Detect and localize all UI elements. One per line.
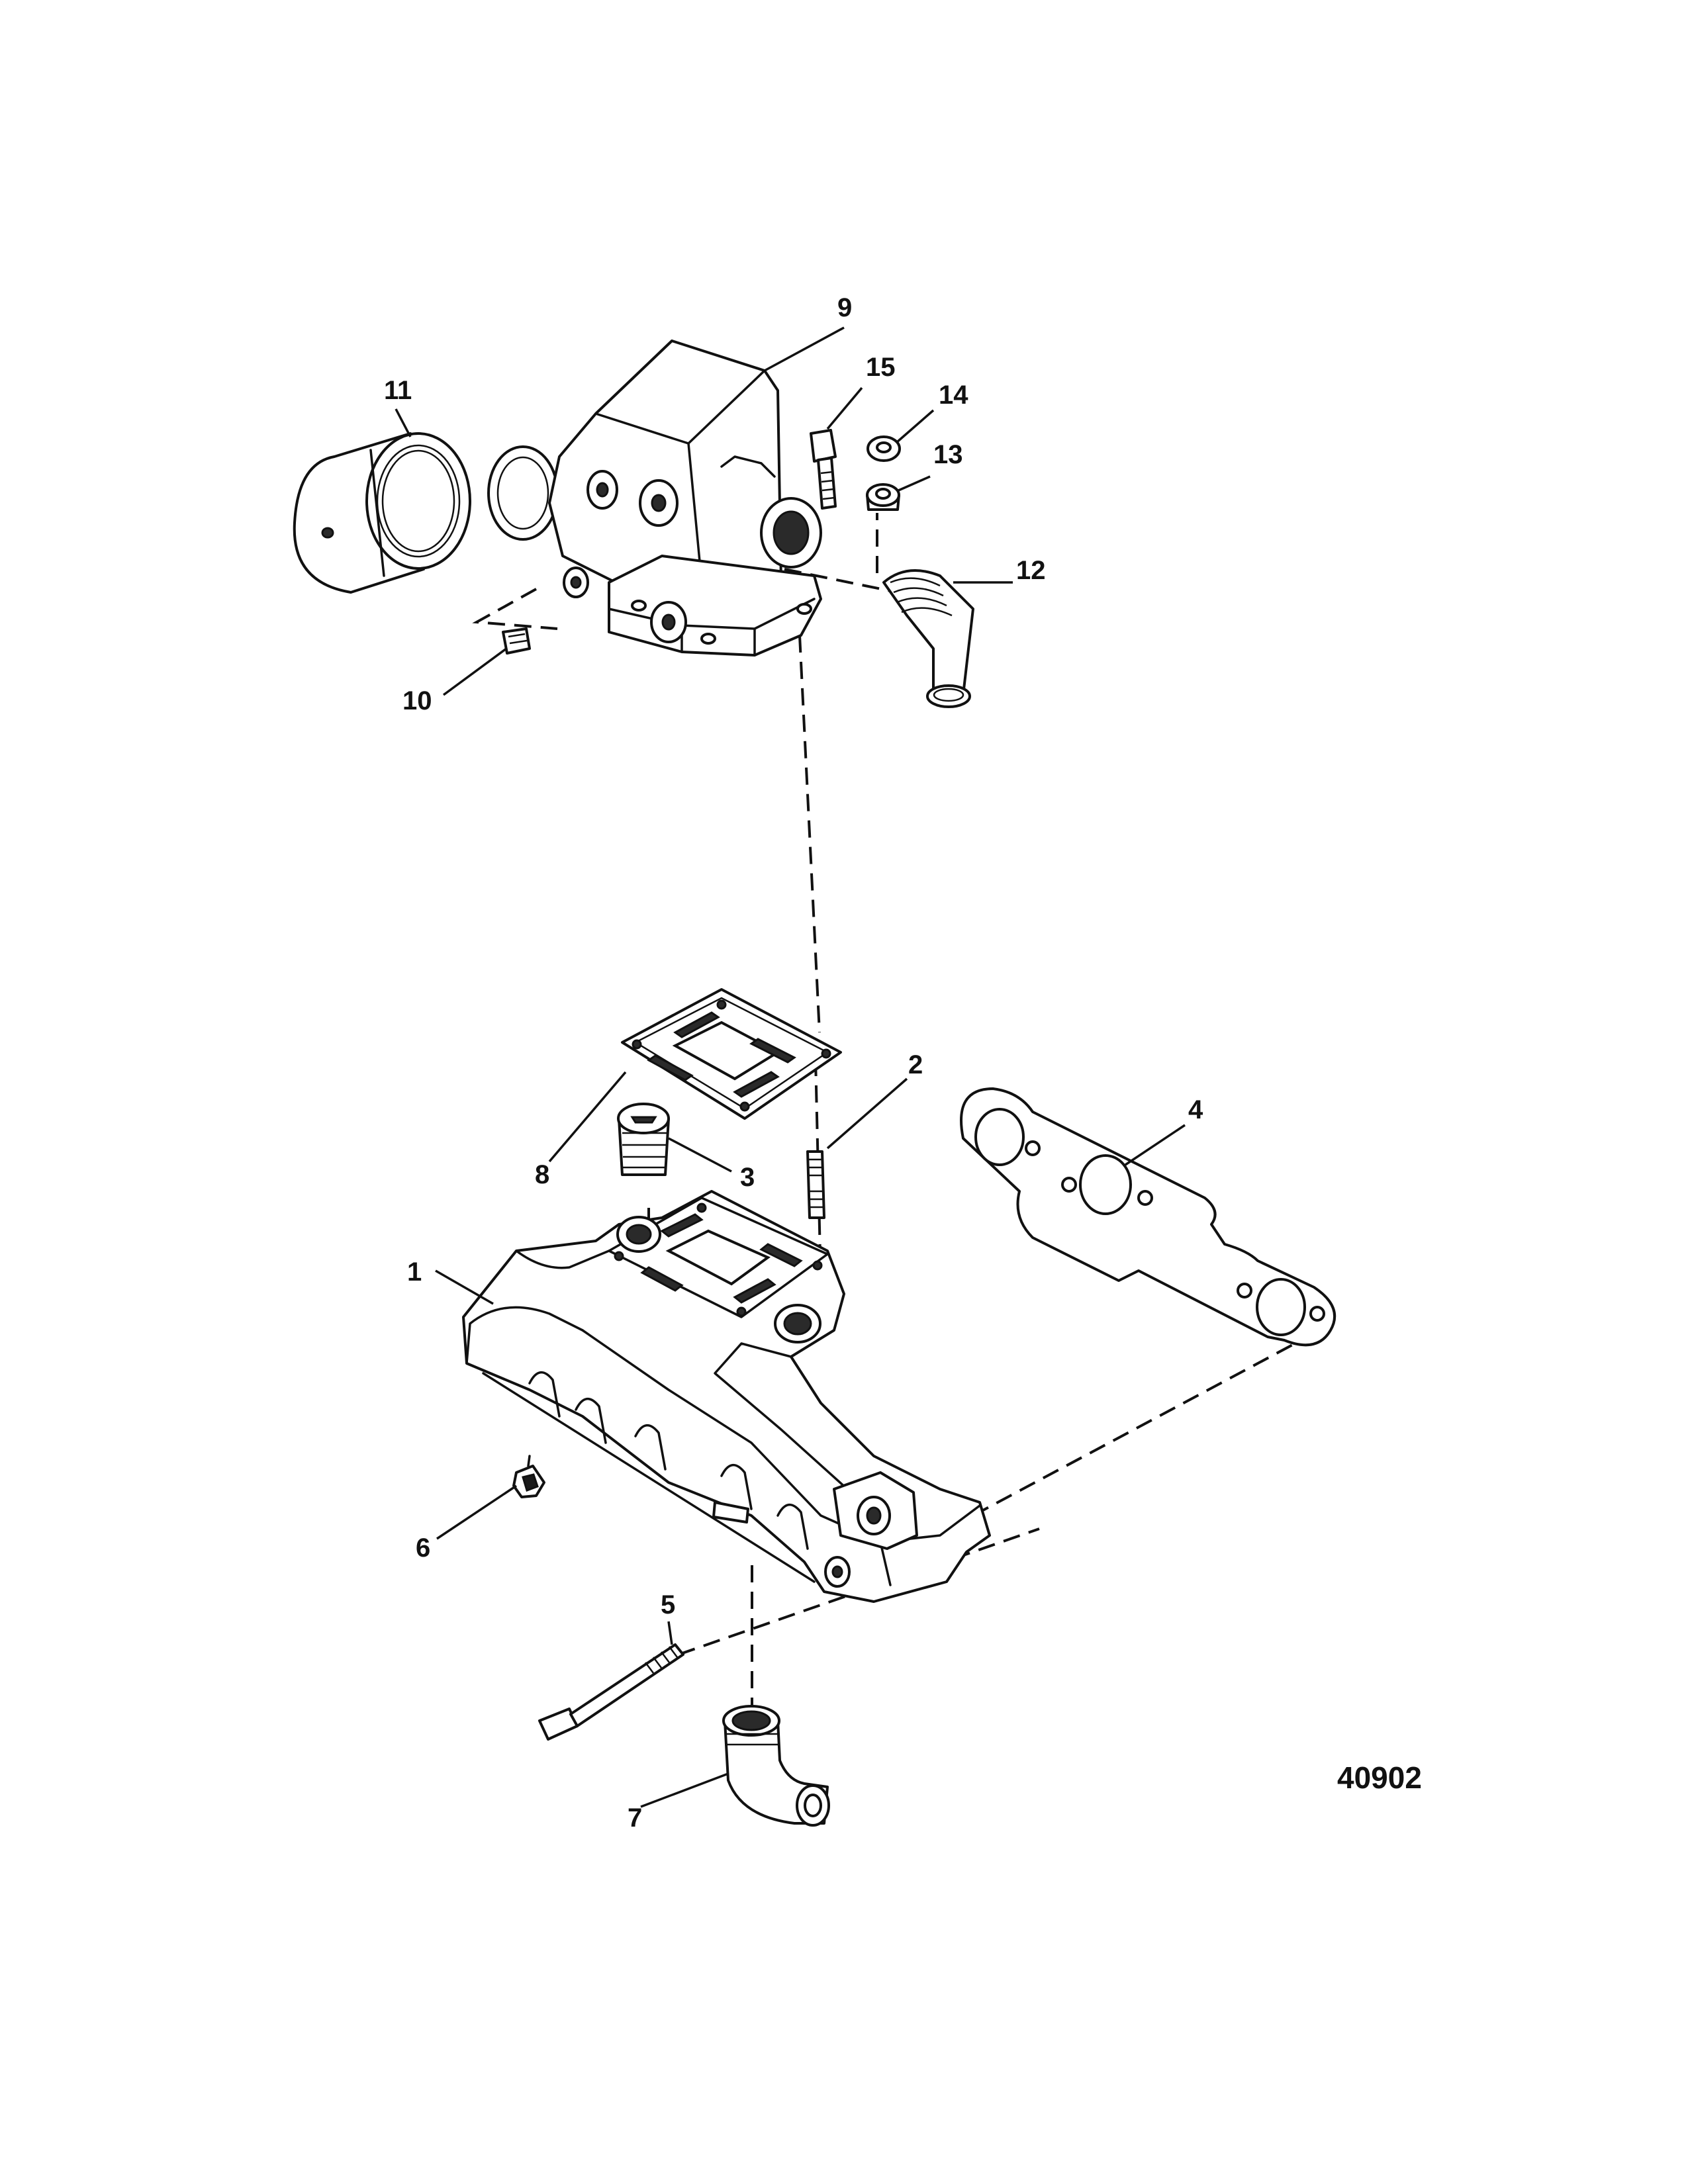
exhaust-elbow (487, 340, 822, 657)
drain-plug-10 (502, 627, 531, 655)
clip-6 (512, 1455, 545, 1498)
callout-3: 3 (740, 1163, 755, 1192)
callout-11: 11 (384, 376, 412, 405)
leader-lines (395, 326, 1186, 1808)
elbow-gasket (621, 988, 842, 1120)
hose-elbow (882, 569, 974, 708)
callout-9: 9 (837, 293, 852, 322)
elbow-fitting-7 (722, 1705, 830, 1827)
callout-labels: 9 11 15 14 13 12 10 8 2 3 4 1 6 5 7 (384, 293, 1203, 1833)
callout-14: 14 (939, 381, 968, 410)
callout-7: 7 (628, 1803, 642, 1833)
nut-14 (867, 435, 901, 462)
exhaust-tube (293, 432, 471, 594)
callout-13: 13 (933, 440, 963, 469)
pipe-plug-3 (617, 1103, 670, 1176)
bolt-15 (810, 429, 837, 510)
callout-15: 15 (866, 353, 896, 382)
manifold-gasket (960, 1087, 1336, 1347)
callout-5: 5 (661, 1590, 675, 1619)
callout-1: 1 (407, 1257, 422, 1287)
stud-2 (806, 1150, 825, 1219)
callout-4: 4 (1188, 1095, 1203, 1124)
callout-12: 12 (1016, 556, 1046, 585)
callout-8: 8 (535, 1160, 549, 1189)
figure-id: 40902 (1337, 1760, 1422, 1795)
lock-nut-13 (866, 483, 900, 511)
exhaust-manifold (462, 1190, 991, 1603)
callout-6: 6 (416, 1533, 430, 1563)
callout-2: 2 (908, 1050, 923, 1079)
long-bolt-5 (538, 1643, 684, 1741)
callout-10: 10 (402, 686, 432, 715)
